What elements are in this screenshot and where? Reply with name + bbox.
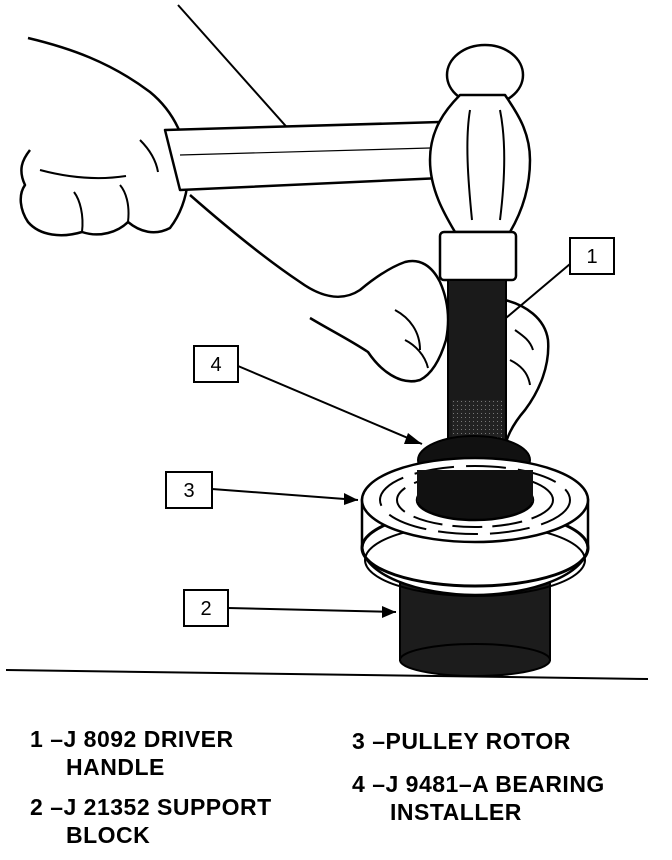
background-line [177, 4, 301, 143]
callout-4: 4 [193, 345, 423, 445]
legend-item-3-text: –PULLEY ROTOR [372, 728, 571, 754]
hammer-head [428, 43, 532, 282]
callout-3-label: 3 [183, 480, 194, 502]
legend-item-2-number: 2 [30, 794, 44, 820]
callout-1: 1 [505, 237, 615, 319]
callout-2: 2 [183, 589, 397, 627]
pulley-rotor [360, 456, 590, 597]
legend-item-1-text: –J 8092 DRIVER [50, 726, 234, 752]
legend-item-2: 2 –J 21352 SUPPORT BLOCK [30, 793, 272, 849]
callout-2-label: 2 [200, 598, 211, 620]
right-hand [189, 194, 550, 452]
legend-item-3: 3 –PULLEY ROTOR [352, 727, 571, 755]
hammer-handle [163, 120, 444, 192]
callout-1-label: 1 [586, 246, 597, 268]
legend-item-3-number: 3 [352, 728, 366, 754]
legend-item-4-text-line2: INSTALLER [390, 799, 522, 825]
legend-item-1-number: 1 [30, 726, 44, 752]
hammer-handle-shade [179, 147, 431, 156]
legend-item-4-text: –J 9481–A BEARING [372, 771, 605, 797]
legend-item-4: 4 –J 9481–A BEARING INSTALLER [352, 770, 605, 826]
callout-3: 3 [165, 471, 359, 509]
legend-item-2-text: –J 21352 SUPPORT [50, 794, 272, 820]
left-hand [19, 36, 190, 237]
legend-item-1-text-line2: HANDLE [66, 754, 165, 780]
callout-4-label: 4 [210, 354, 221, 376]
legend-item-2-text-line2: BLOCK [66, 822, 151, 848]
separator-line [5, 669, 649, 680]
illustration: 1 4 3 2 [5, 4, 649, 680]
legend-item-4-number: 4 [352, 771, 366, 797]
legend-item-1: 1 –J 8092 DRIVER HANDLE [30, 725, 234, 781]
legend: 1 –J 8092 DRIVER HANDLE 2 –J 21352 SUPPO… [0, 700, 672, 860]
